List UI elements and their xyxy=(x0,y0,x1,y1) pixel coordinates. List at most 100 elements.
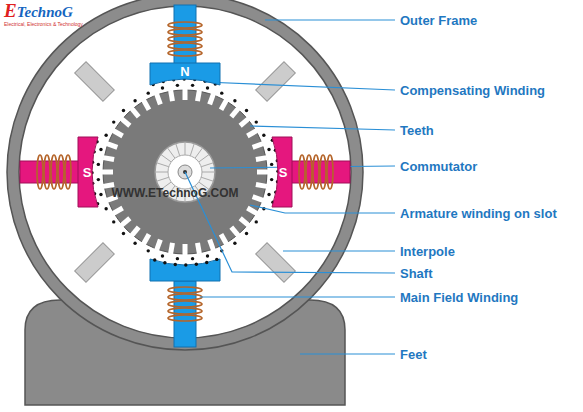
part-name: Compensating Winding xyxy=(400,83,545,98)
part-name: Interpole xyxy=(400,244,455,259)
winding-dot xyxy=(122,232,125,235)
armature-slot xyxy=(195,90,202,102)
winding-dot xyxy=(104,207,107,210)
winding-dot xyxy=(97,163,100,166)
commutator-segment xyxy=(201,163,213,167)
armature-slot xyxy=(112,206,124,216)
feet xyxy=(25,300,345,405)
winding-dot xyxy=(112,220,115,223)
armature-slot xyxy=(154,239,162,251)
field-coil xyxy=(37,155,43,189)
armature-slot xyxy=(168,90,175,102)
armature-slot xyxy=(252,141,264,149)
field-coil xyxy=(168,287,202,293)
leader-line xyxy=(200,296,395,297)
part-name: Outer Frame xyxy=(400,13,477,28)
armature-slot xyxy=(207,93,215,105)
armature-slot xyxy=(141,99,151,111)
part-name: Feet xyxy=(400,347,427,362)
pole-label: S xyxy=(83,165,92,180)
winding-dot xyxy=(153,258,156,261)
interpole xyxy=(256,243,296,283)
winding-dot xyxy=(174,263,177,266)
field-coil xyxy=(168,29,202,35)
field-coil xyxy=(168,308,202,314)
winding-dot xyxy=(245,232,248,235)
pole-label: N xyxy=(180,64,189,79)
armature-slot xyxy=(219,99,229,111)
commutator-segment xyxy=(167,148,175,159)
field-coil xyxy=(51,155,57,189)
armature-slot xyxy=(246,128,258,138)
watermark: WWW.ETechnoG.COM xyxy=(111,186,238,200)
winding-dot xyxy=(122,109,125,112)
armature-slot xyxy=(255,182,267,189)
field-pole: N xyxy=(150,17,220,87)
leader-line xyxy=(250,126,395,130)
winding-dot xyxy=(270,163,273,166)
field-coil xyxy=(44,155,50,189)
interpole xyxy=(75,62,115,102)
part-name: Armature winding on slot xyxy=(400,206,557,221)
winding-dot xyxy=(255,220,258,223)
armature-slot xyxy=(239,216,251,227)
field-coil xyxy=(168,36,202,42)
armature-slot xyxy=(229,107,240,119)
armature-slot xyxy=(183,89,188,100)
winding-dot xyxy=(233,99,236,102)
winding-dot xyxy=(97,178,100,181)
interpole xyxy=(256,62,296,102)
commutator-segment xyxy=(176,143,180,155)
winding-dot xyxy=(161,86,164,89)
armature-slot xyxy=(120,216,132,227)
winding-dot xyxy=(191,84,194,87)
winding-dot xyxy=(133,242,136,245)
winding-dot xyxy=(133,99,136,102)
leader-line xyxy=(205,82,395,90)
commutator-segment xyxy=(161,154,172,162)
winding-dot xyxy=(215,258,218,261)
armature-slot xyxy=(252,194,264,202)
commutator-segment xyxy=(156,177,168,181)
field-pole: S xyxy=(32,137,102,207)
armature-slot xyxy=(257,170,268,175)
field-coil xyxy=(168,50,202,56)
logo: ETechnoG xyxy=(4,0,73,22)
winding-dot xyxy=(147,91,150,94)
pole-shoe xyxy=(150,259,220,281)
commutator-segment xyxy=(156,163,168,167)
commutator-segment xyxy=(195,148,203,159)
winding-dot xyxy=(267,193,270,196)
armature-slot xyxy=(219,233,229,245)
part-name: Commutator xyxy=(400,159,477,174)
part-name: Shaft xyxy=(400,266,433,281)
field-coil xyxy=(168,43,202,49)
pole-shoe xyxy=(78,137,98,207)
armature-slot xyxy=(120,117,132,128)
pole-shoe xyxy=(272,137,292,207)
commutator-segment xyxy=(201,177,213,181)
commutator-segment xyxy=(202,172,215,173)
armature-slot xyxy=(130,226,141,238)
armature-slot xyxy=(255,155,267,162)
field-coil xyxy=(320,155,326,189)
winding-dot xyxy=(176,257,179,260)
winding-dot xyxy=(184,263,187,266)
field-coil xyxy=(168,315,202,321)
armature-slot xyxy=(229,226,240,238)
leader-line xyxy=(283,250,395,251)
pole-label: S xyxy=(279,165,288,180)
part-name: Teeth xyxy=(400,123,434,138)
logo-tagline: Electrical, Electronics & Technology xyxy=(4,21,83,27)
winding-dot xyxy=(195,263,198,266)
field-coil xyxy=(168,287,202,321)
interpole xyxy=(75,243,115,283)
pole-outline xyxy=(268,137,338,207)
winding-dot xyxy=(206,86,209,89)
armature-slot xyxy=(246,206,258,216)
commutator-segment xyxy=(155,172,168,173)
winding-dot xyxy=(220,91,223,94)
winding-dot xyxy=(267,148,270,151)
winding-dot xyxy=(99,148,102,151)
armature-slot xyxy=(154,93,162,105)
